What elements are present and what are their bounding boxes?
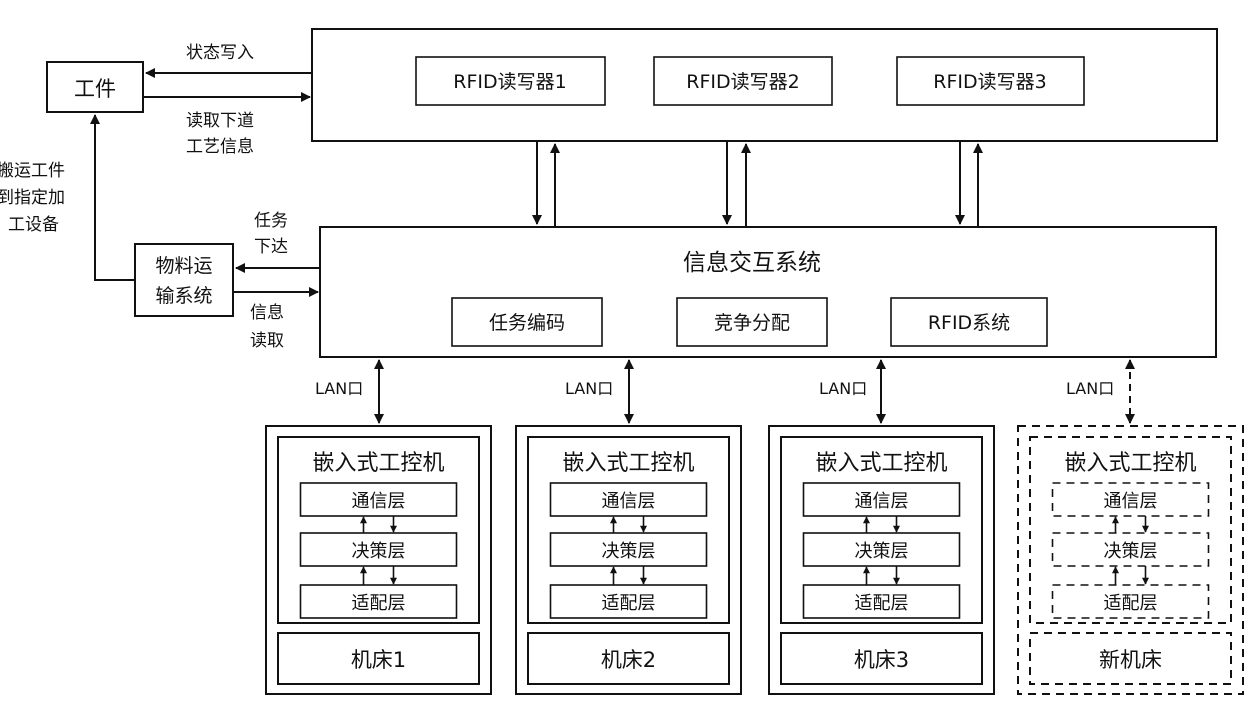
communication-layer-box — [299, 482, 458, 517]
rfid-reader-3-label: RFID读写器3 — [933, 71, 1046, 93]
task-issue-label-line1: 任务 — [254, 211, 288, 231]
machine-tool-label: 机床3 — [854, 648, 909, 672]
ipc-title: 嵌入式工控机 — [562, 451, 694, 476]
ipc-title: 嵌入式工控机 — [1064, 451, 1196, 476]
rfid-reader-2: RFID读写器2 — [653, 56, 833, 106]
adapter-layer-label: 适配层 — [602, 593, 656, 614]
read-next-label-line1: 读取下道 — [186, 111, 254, 131]
info-read-label-line2: 读取 — [250, 331, 284, 351]
lan-label-2: LAN口 — [565, 379, 613, 398]
material-system-label-line1: 物料运 — [155, 255, 212, 277]
decision-layer-label: 决策层 — [352, 541, 406, 562]
info-read-label-line1: 信息 — [250, 303, 284, 323]
communication-layer-label: 通信层 — [602, 491, 656, 512]
machine-tool-box — [780, 632, 983, 685]
module-competitive-allocation: 竞争分配 — [676, 297, 828, 347]
rfid-reader-1-label: RFID读写器1 — [453, 71, 566, 93]
arrow-carry — [90, 114, 135, 281]
machine-tool-box — [527, 632, 730, 685]
material-system-box — [134, 243, 234, 317]
machine-tool-box — [277, 632, 480, 685]
lan-label-3: LAN口 — [819, 379, 867, 398]
adapter-layer-box — [802, 584, 961, 619]
decision-layer-label: 决策层 — [855, 541, 909, 562]
decision-layer-box — [299, 532, 458, 567]
module-rfid-system-label: RFID系统 — [928, 312, 1010, 334]
task-issue-label-line2: 下达 — [254, 237, 288, 257]
material-system-label-line2: 输系统 — [155, 285, 212, 307]
module-task-coding-label: 任务编码 — [489, 312, 565, 334]
lan-label-1: LAN口 — [315, 379, 363, 398]
adapter-layer-label: 适配层 — [855, 593, 909, 614]
module-task-coding: 任务编码 — [451, 297, 603, 347]
adapter-layer-label: 适配层 — [352, 593, 406, 614]
carry-label-line2: 到指定加 — [0, 188, 65, 208]
communication-layer-label: 通信层 — [855, 491, 909, 512]
carry-label-line3: 工设备 — [8, 215, 59, 235]
adapter-layer-label: 适配层 — [1104, 593, 1158, 614]
decision-layer-label: 决策层 — [602, 541, 656, 562]
ipc-title: 嵌入式工控机 — [312, 451, 444, 476]
machine-tool-box — [1029, 632, 1232, 685]
communication-layer-box — [1051, 482, 1210, 517]
module-competitive-allocation-label: 竞争分配 — [714, 312, 790, 334]
decision-layer-box — [1051, 532, 1210, 567]
machines-layer: 嵌入式工控机通信层决策层适配层机床1嵌入式工控机通信层决策层适配层机床2嵌入式工… — [265, 425, 1244, 695]
rfid-reader-1: RFID读写器1 — [415, 56, 606, 106]
adapter-layer-box — [299, 584, 458, 619]
read-next-label-line2: 工艺信息 — [186, 137, 254, 157]
ipc-title: 嵌入式工控机 — [815, 451, 947, 476]
decision-layer-label: 决策层 — [1104, 541, 1158, 562]
carry-label-line1: 搬运工件 — [0, 161, 65, 181]
communication-layer-box — [802, 482, 961, 517]
machine-tool-label: 新机床 — [1099, 648, 1162, 672]
rfid-reader-2-label: RFID读写器2 — [686, 71, 799, 93]
adapter-layer-box — [549, 584, 708, 619]
communication-layer-box — [549, 482, 708, 517]
workpiece-label: 工件 — [74, 77, 116, 101]
machine-tool-label: 机床2 — [601, 648, 656, 672]
communication-layer-label: 通信层 — [1104, 491, 1158, 512]
lan-label-new: LAN口 — [1066, 379, 1114, 398]
rfid-reader-3: RFID读写器3 — [896, 56, 1085, 106]
adapter-layer-box — [1051, 584, 1210, 619]
decision-layer-box — [549, 532, 708, 567]
status-write-label: 状态写入 — [186, 43, 254, 63]
info-system-title: 信息交互系统 — [683, 250, 821, 276]
module-rfid-system: RFID系统 — [890, 297, 1048, 347]
machine-tool-label: 机床1 — [351, 648, 406, 672]
decision-layer-box — [802, 532, 961, 567]
workpiece-box — [46, 61, 144, 113]
communication-layer-label: 通信层 — [352, 491, 406, 512]
